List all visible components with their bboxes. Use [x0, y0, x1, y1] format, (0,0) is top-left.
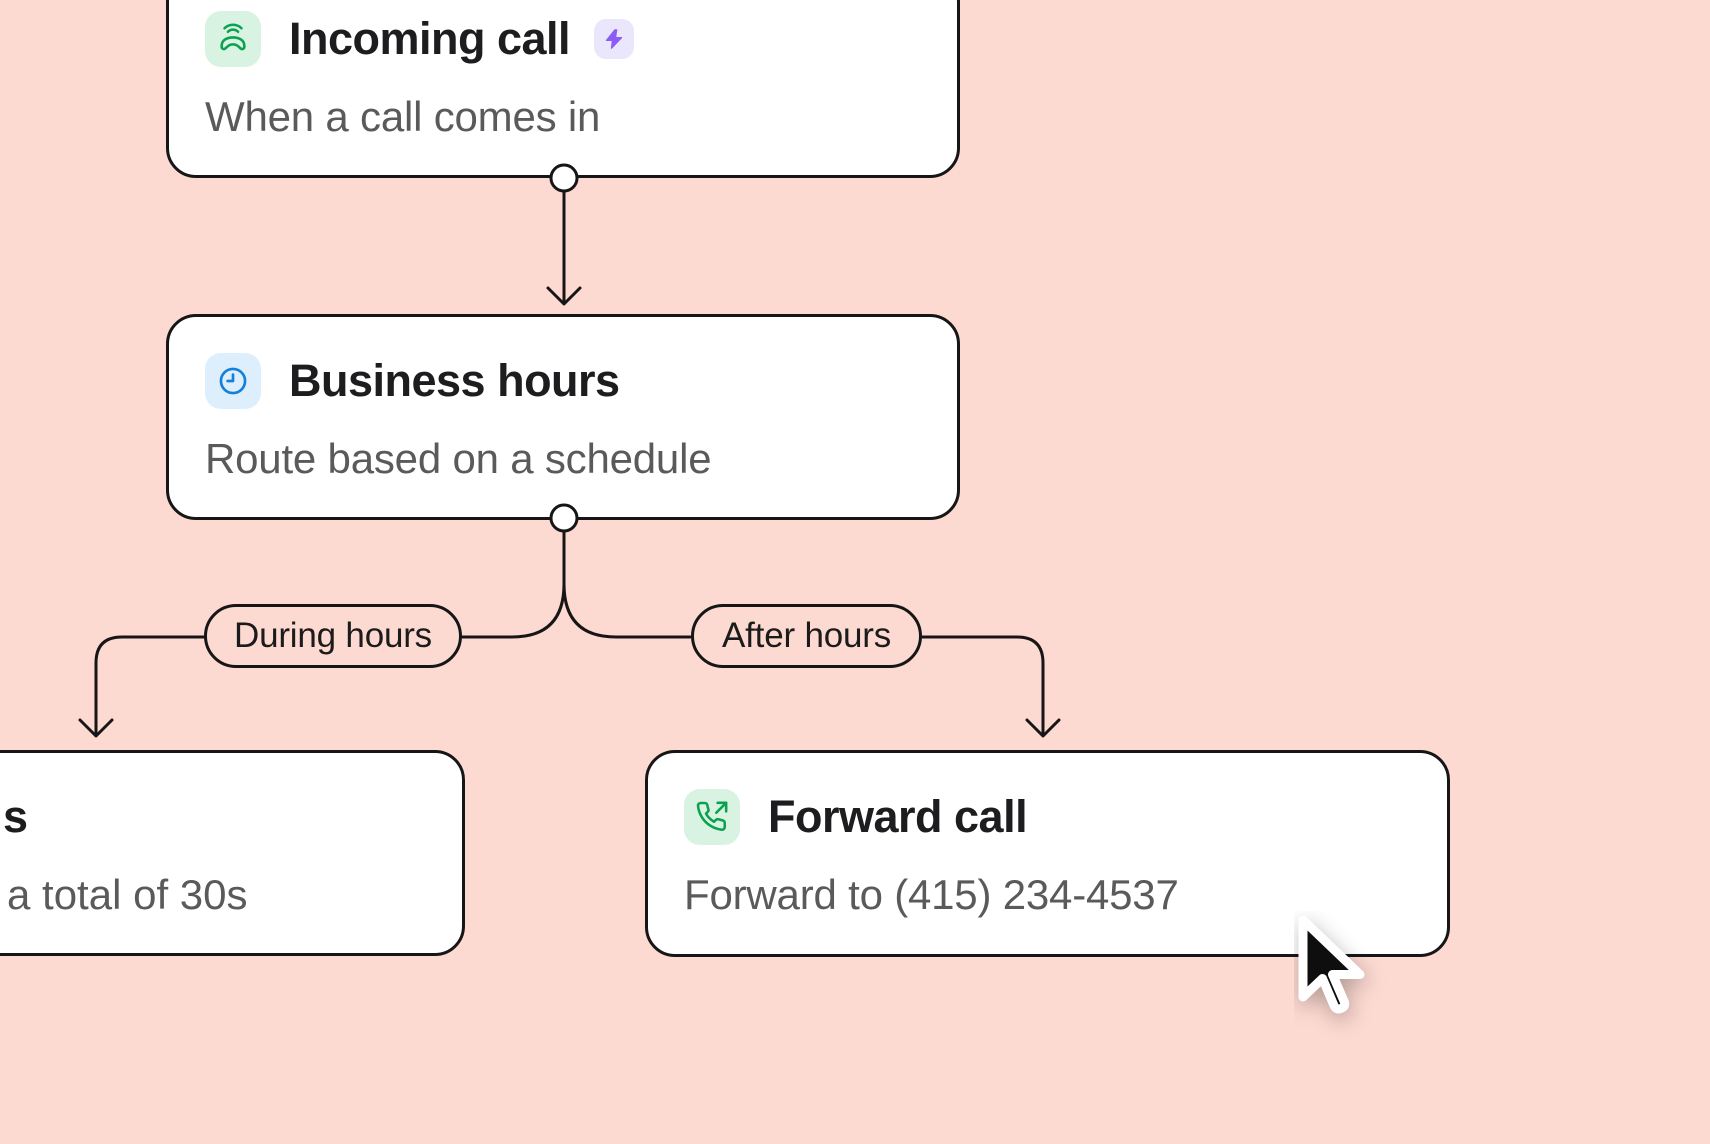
node-during-hours-action[interactable]: s a total of 30s [0, 750, 465, 956]
phone-ringing-icon [205, 11, 261, 67]
branch-label-during-hours: During hours [204, 604, 462, 668]
node-title: Incoming call [289, 13, 571, 64]
wire-during-to-node [94, 635, 207, 735]
arrowhead-down-icon [78, 718, 114, 738]
arrowhead-down-icon [546, 286, 582, 306]
lightning-bolt-icon [594, 19, 635, 59]
node-subtitle: Forward to (415) 234-4537 [684, 871, 1179, 918]
node-subtitle-fragment: a total of 30s [7, 871, 248, 918]
node-title-fragment: s [3, 791, 29, 842]
node-title: Business hours [289, 355, 620, 406]
node-business-hours[interactable]: Business hours Route based on a schedule [166, 314, 960, 520]
wire-branch-right-curve [562, 582, 692, 639]
node-incoming-call[interactable]: Incoming call When a call comes in [166, 0, 960, 178]
wire-branch-left-curve [459, 582, 566, 639]
branch-label-after-hours: After hours [691, 604, 922, 668]
arrowhead-down-icon [1025, 718, 1061, 738]
node-subtitle: Route based on a schedule [205, 435, 712, 482]
phone-outgoing-icon [684, 789, 740, 845]
node-forward-call[interactable]: Forward call Forward to (415) 234-4537 [645, 750, 1450, 957]
node-title: Forward call [768, 791, 1028, 842]
clock-icon [205, 353, 261, 409]
node-subtitle: When a call comes in [205, 93, 601, 140]
wire-after-to-node [919, 635, 1045, 735]
